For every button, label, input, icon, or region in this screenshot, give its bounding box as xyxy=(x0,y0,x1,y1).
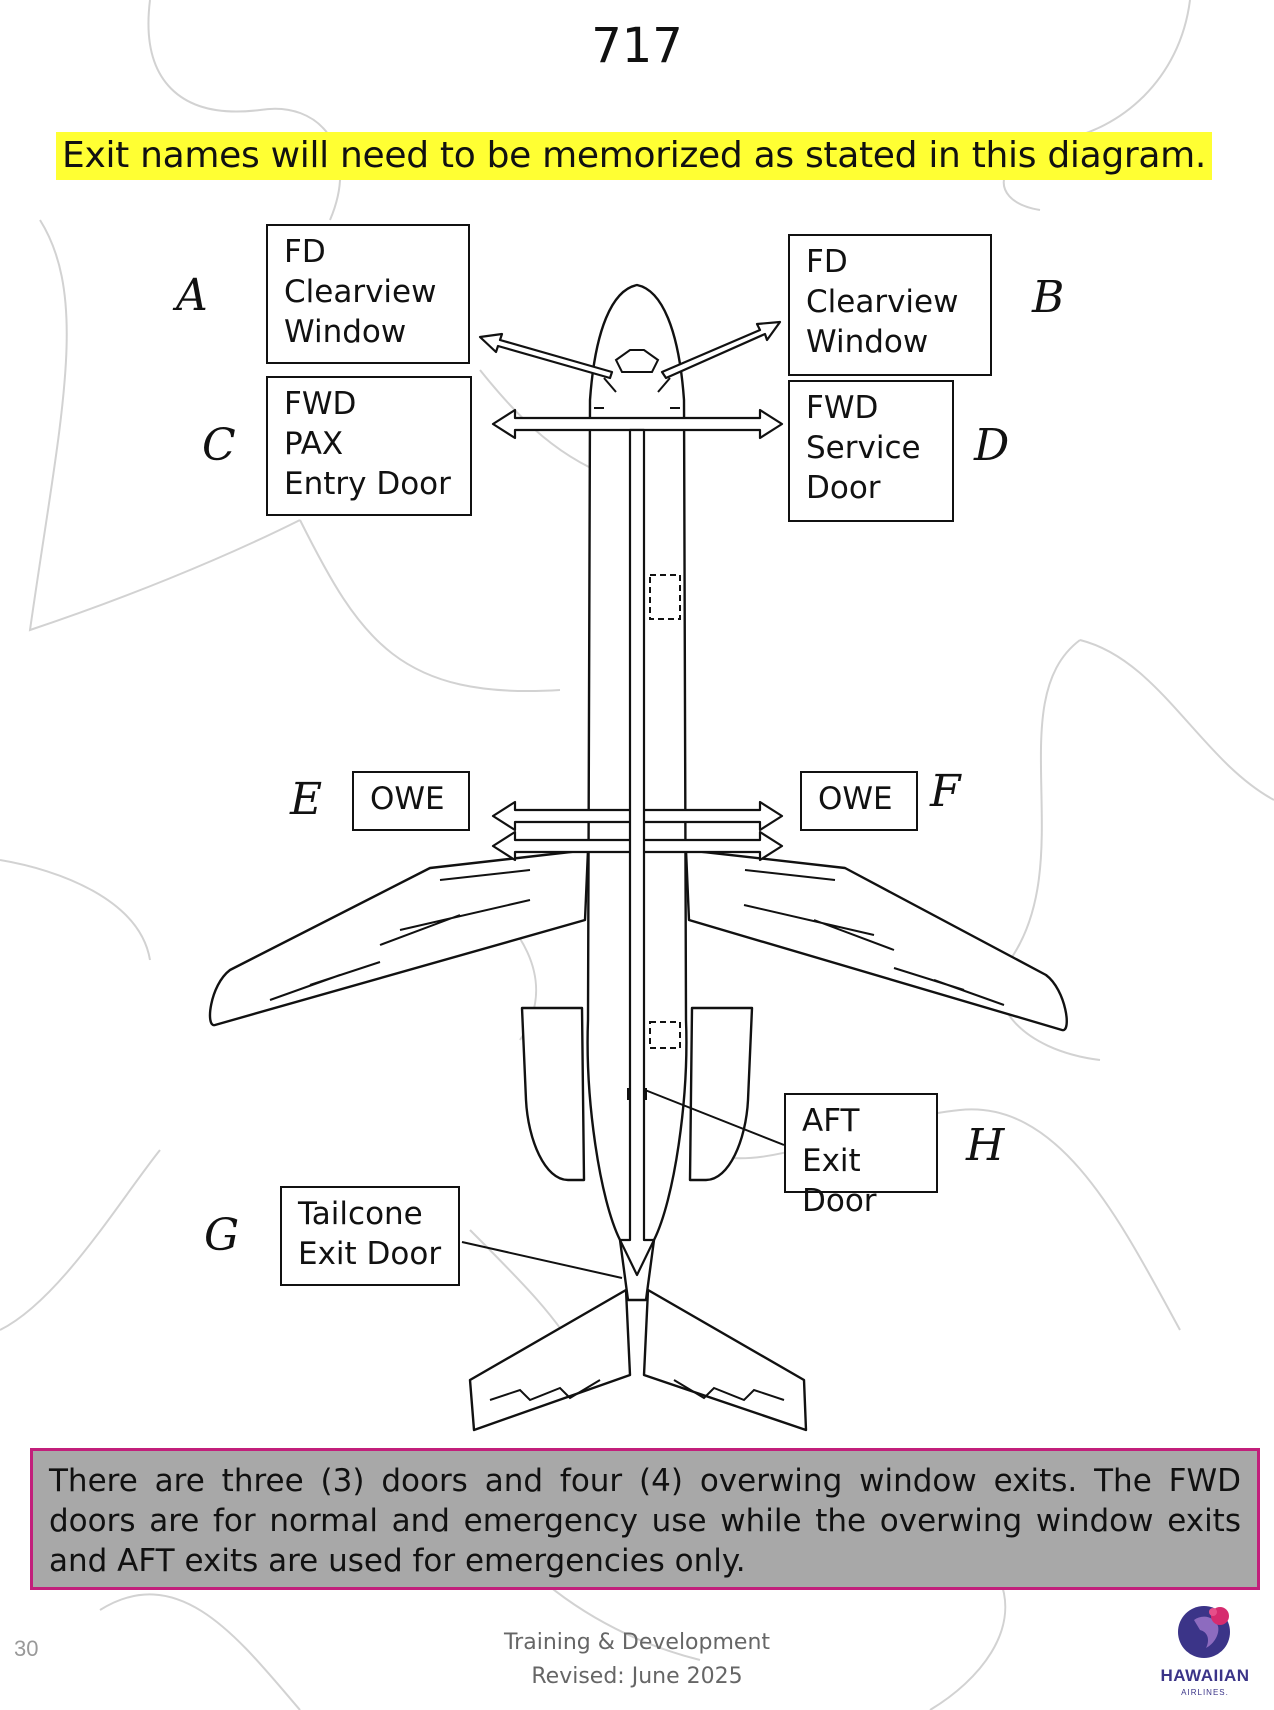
exit-label-d: FWD Service Door xyxy=(788,380,954,522)
exit-letter-a: A xyxy=(176,270,208,321)
exit-label-b: FD Clearview Window xyxy=(788,234,992,376)
exit-letter-c: C xyxy=(202,420,236,471)
logo-subtext: AIRLINES. xyxy=(1181,1688,1229,1697)
exit-letter-f: F xyxy=(930,766,961,817)
exit-letter-e: E xyxy=(290,774,323,825)
arrow-a xyxy=(478,332,614,380)
exit-label-c: FWD PAX Entry Door xyxy=(266,376,472,516)
arrow-aft xyxy=(618,428,656,1277)
arrow-cd xyxy=(491,408,784,440)
page-title: 717 xyxy=(591,18,683,74)
footer-department: Training & Development xyxy=(503,1630,771,1655)
exit-label-e: OWE xyxy=(352,771,470,831)
exit-label-f: OWE xyxy=(800,771,918,831)
right-engine xyxy=(688,1006,754,1182)
hawaiian-airlines-logo: HAWAIIAN AIRLINES. xyxy=(1150,1600,1260,1700)
left-engine xyxy=(520,1006,586,1182)
exit-summary-box: There are three (3) doors and four (4) o… xyxy=(30,1448,1260,1590)
arrow-b xyxy=(660,320,782,380)
exit-letter-b: B xyxy=(1032,272,1065,323)
exit-label-g: Tailcone Exit Door xyxy=(280,1186,460,1286)
exit-label-h: AFT Exit Door xyxy=(784,1093,938,1219)
page-number: 30 xyxy=(14,1636,39,1661)
logo-wordmark: HAWAIIAN xyxy=(1160,1666,1250,1685)
footer-revision: Revised: June 2025 xyxy=(531,1664,743,1689)
hawaiian-airlines-logo-icon xyxy=(1178,1606,1230,1658)
memorize-note: Exit names will need to be memorized as … xyxy=(56,132,1213,180)
exit-label-a: FD Clearview Window xyxy=(266,224,470,364)
exit-letter-g: G xyxy=(204,1210,240,1261)
exit-letter-h: H xyxy=(966,1120,1005,1171)
right-wing xyxy=(684,848,1068,1032)
footer: Training & Development Revised: June 202… xyxy=(0,1626,1274,1694)
right-stabilizer xyxy=(642,1288,808,1432)
left-stabilizer xyxy=(468,1288,632,1432)
exit-letter-d: D xyxy=(974,420,1010,471)
